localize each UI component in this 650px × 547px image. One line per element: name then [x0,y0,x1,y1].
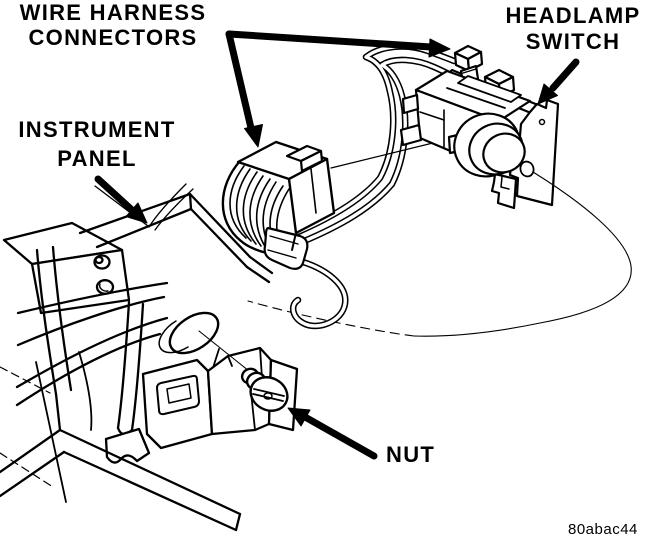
callout-arrow-wire-harness-2 [225,30,451,58]
switch-mounting-plate [508,98,560,207]
wire-harness-connectors-label: WIRE HARNESS CONNECTORS [12,0,214,50]
headlamp-switch-label-line2: SWITCH [525,29,621,54]
plug-alignment-line [330,140,442,169]
wire-harness-connectors-label-line2: CONNECTORS [28,25,198,50]
wire-harness-connector-drawing [236,140,336,270]
headlamp-switch-label-line1: HEADLAMP [505,3,641,28]
callout-arrows [94,30,580,460]
switch-bracket-foot [490,172,518,210]
instrument-panel-drawing [0,183,299,532]
callout-arrow-instrument-panel [94,175,148,224]
panel-lower-bracket [141,358,214,450]
headlamp-switch-drawing [399,44,560,210]
callout-arrow-wire-harness-1 [225,30,263,148]
instrument-panel-label: INSTRUMENT PANEL [9,115,185,173]
figure-code-label: 80abac44 [568,521,638,538]
nut-label-line1: NUT [386,442,436,467]
harness-wires [289,43,486,330]
nut-label: NUT [386,444,466,466]
switch-cylinder [453,112,526,178]
panel-mounting-hole [158,311,220,355]
instrument-panel-label-line1: INSTRUMENT [18,117,176,142]
nut-head [249,376,289,412]
stem-centerline-sweep [413,171,632,337]
panel-notched-tab [104,427,151,464]
instrument-panel-label-line2: PANEL [57,146,137,171]
headlamp-switch-label: HEADLAMP SWITCH [497,3,649,55]
plate-stem-hole [519,160,535,178]
callout-arrow-nut [287,407,378,460]
nut-drawing [240,367,289,412]
wire-harness-connectors-label-line1: WIRE HARNESS [19,0,207,25]
callout-arrow-headlamp-switch [537,58,580,105]
